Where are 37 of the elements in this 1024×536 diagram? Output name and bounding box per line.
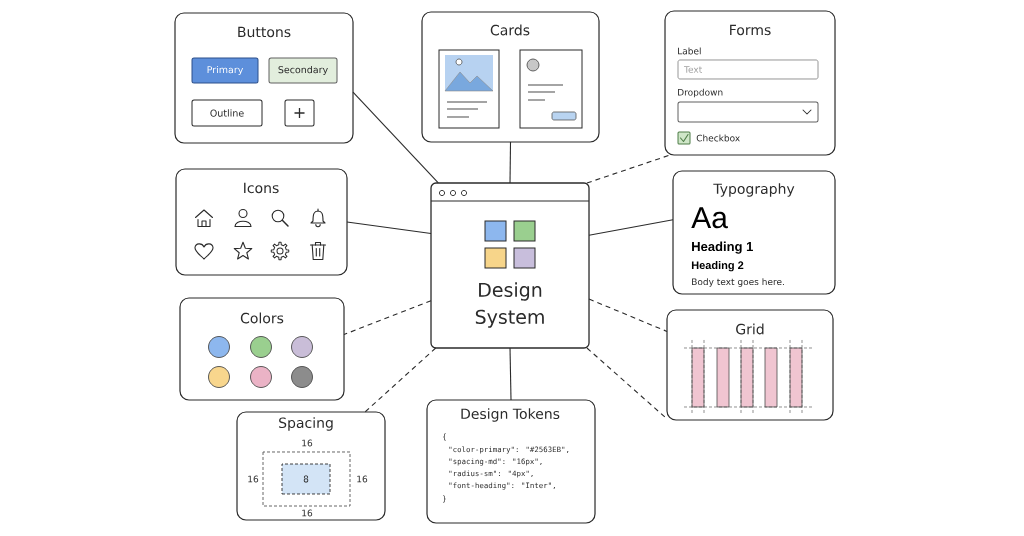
panel-title: Spacing <box>279 417 333 431</box>
connector <box>588 298 668 332</box>
checkbox-label: Checkbox <box>696 134 740 142</box>
connector <box>352 91 439 184</box>
window-title: Design System <box>475 282 544 328</box>
dimension-label: 16 <box>302 509 313 517</box>
connector <box>509 141 512 184</box>
body-sample: Body text goes here. <box>692 278 784 287</box>
panel-title: Design Tokens <box>461 408 560 422</box>
panel-title: Icons <box>244 182 279 194</box>
button: Outline <box>191 99 263 127</box>
type-sample: Aa <box>691 207 728 229</box>
connector <box>346 221 432 235</box>
dimension-label: 16 <box>302 439 313 447</box>
connector <box>588 219 674 236</box>
content-box: 8 <box>281 463 331 495</box>
connector <box>364 347 437 413</box>
text-input: Text <box>677 59 819 80</box>
connector <box>586 347 668 420</box>
connector <box>586 154 671 184</box>
field-label: Dropdown <box>678 88 723 98</box>
connector <box>343 300 432 336</box>
panel-title: Grid <box>736 323 764 335</box>
panel-title: Buttons <box>238 26 291 38</box>
field-label: Label <box>678 47 701 55</box>
button: Primary <box>191 57 259 84</box>
panel-title: Colors <box>240 312 284 324</box>
connector <box>509 347 512 401</box>
dimension-label: 16 <box>248 475 259 483</box>
panel-title: Forms <box>730 24 771 36</box>
button: + <box>284 99 315 127</box>
panel-title: Typography <box>713 183 795 197</box>
panel-title: Cards <box>490 24 530 36</box>
button: Secondary <box>268 57 338 84</box>
heading-sample: Heading 2 <box>691 261 744 272</box>
heading-sample: Heading 1 <box>692 241 753 254</box>
dimension-label: 16 <box>357 475 368 483</box>
